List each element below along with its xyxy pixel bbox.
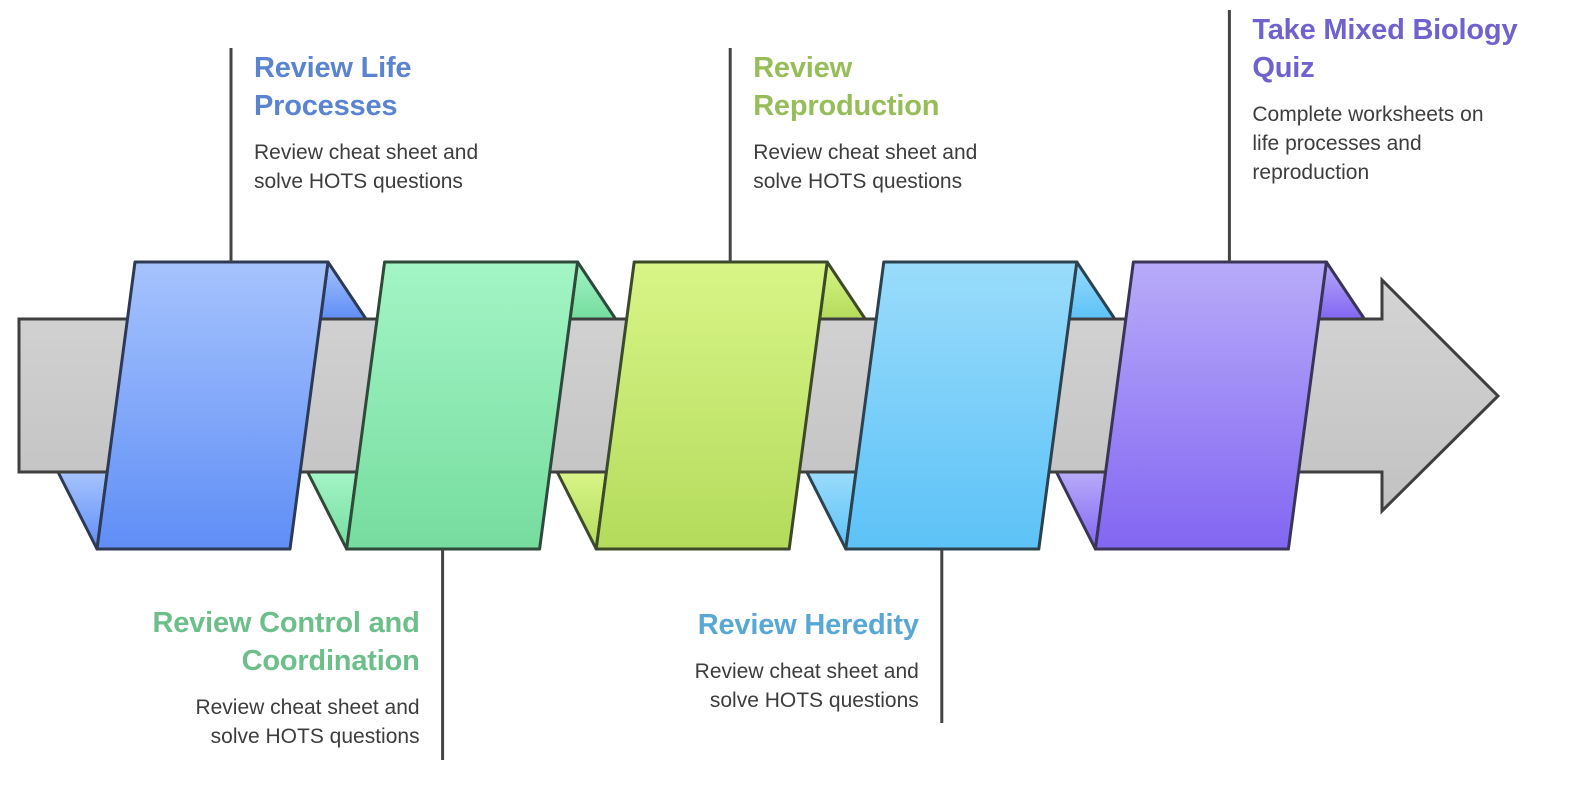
- band-step-5: [1093, 260, 1328, 551]
- step-label-take-mixed-biology-quiz: Take Mixed Biology Quiz Complete workshe…: [1252, 11, 1582, 187]
- step-label-review-heredity: Review Heredity Review cheat sheet and s…: [619, 606, 919, 715]
- step-description-line: solve HOTS questions: [254, 170, 463, 193]
- step-title: Review Heredity: [619, 606, 919, 644]
- band-step-2: [345, 260, 580, 551]
- step-title-line: Coordination: [241, 645, 420, 677]
- step-title: Review Reproduction: [753, 49, 1053, 125]
- step-title-line: Processes: [254, 90, 398, 122]
- step-description: Review cheat sheet and solve HOTS questi…: [619, 657, 919, 715]
- step-title-line: Take Mixed Biology: [1252, 14, 1518, 46]
- step-title-line: Quiz: [1252, 52, 1315, 84]
- step-label-review-reproduction: Review Reproduction Review cheat sheet a…: [753, 49, 1053, 196]
- step-description-line: Review cheat sheet and: [753, 141, 978, 164]
- step-title-line: Reproduction: [753, 90, 940, 122]
- step-title-line: Review Life: [254, 52, 412, 84]
- step-title-line: Review Control and: [152, 607, 420, 639]
- band-step-3: [594, 260, 829, 551]
- step-title: Take Mixed Biology Quiz: [1252, 11, 1582, 87]
- band-fronts: [95, 260, 1328, 551]
- step-description-line: solve HOTS questions: [753, 170, 963, 193]
- step-description-line: life processes and: [1252, 132, 1422, 155]
- band-step-1: [95, 260, 330, 551]
- step-description-line: Review cheat sheet and: [694, 660, 919, 683]
- step-title: Review Life Processes: [254, 49, 554, 125]
- step-description-line: reproduction: [1252, 161, 1370, 184]
- step-title-line: Review: [753, 52, 852, 84]
- step-label-review-life-processes: Review Life Processes Review cheat sheet…: [254, 49, 554, 196]
- step-description: Review cheat sheet and solve HOTS questi…: [254, 138, 554, 196]
- step-description: Review cheat sheet and solve HOTS questi…: [753, 138, 1053, 196]
- step-title-line: Review Heredity: [697, 609, 919, 641]
- step-description-line: solve HOTS questions: [210, 725, 420, 748]
- band-step-4: [844, 260, 1079, 551]
- step-title: Review Control and Coordination: [120, 604, 420, 680]
- step-description-line: solve HOTS questions: [709, 689, 919, 712]
- step-label-review-control-and-coordination: Review Control and Coordination Review c…: [120, 604, 420, 751]
- step-description: Review cheat sheet and solve HOTS questi…: [120, 693, 420, 751]
- step-description-line: Review cheat sheet and: [254, 141, 479, 164]
- step-description: Complete worksheets on life processes an…: [1252, 100, 1582, 187]
- step-description-line: Complete worksheets on: [1252, 103, 1484, 126]
- connector-lines: [229, 10, 1231, 760]
- step-description-line: Review cheat sheet and: [195, 696, 420, 719]
